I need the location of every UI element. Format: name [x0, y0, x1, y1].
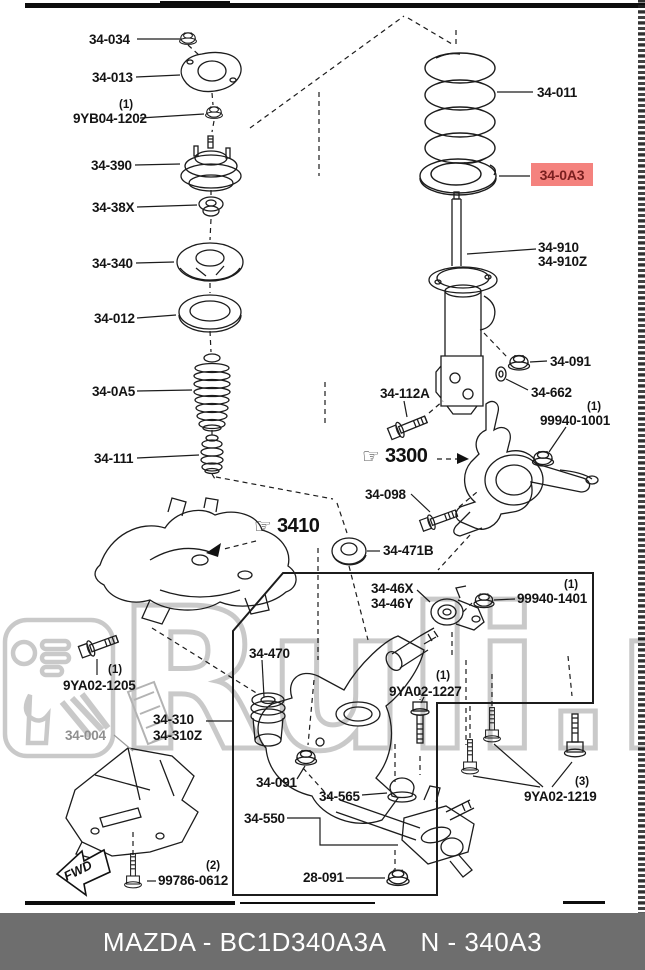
qty-9YB04-1202: (1) [119, 99, 134, 111]
bolt-99786-drawing [124, 853, 142, 889]
section-number: 3410 [276, 515, 320, 537]
part-label-34-091-strut: 34-091 [550, 354, 591, 369]
bottom-border [25, 901, 605, 905]
part-label-34-46X: 34-46X [371, 581, 414, 596]
part-label-34-012: 34-012 [94, 311, 135, 326]
part-label-34-112A: 34-112A [380, 386, 430, 401]
front-bushing-drawing [250, 692, 286, 747]
part-label-34-550: 34-550 [244, 811, 285, 826]
part-label-34-471B: 34-471B [383, 543, 434, 558]
diagram-artwork: Ruli.ru [2, 1, 645, 905]
section-ref-3410[interactable]: ☞ 3410 [254, 514, 320, 538]
knuckle-drawing [453, 400, 599, 537]
part-label-28-091: 28-091 [303, 870, 344, 885]
strut-fasteners-drawing [386, 354, 555, 534]
part-label-34-004: 34-004 [65, 728, 106, 743]
footer-section-code: N - 340A3 [420, 926, 543, 957]
coil-spring-drawing [424, 52, 496, 164]
hardware-stack-drawing [176, 31, 244, 475]
qty-99786-0612: (2) [206, 860, 221, 872]
washer-drawing [331, 537, 367, 566]
damper-sketch [126, 680, 176, 746]
part-label-9YA02-1227: 9YA02-1227 [389, 684, 462, 699]
part-label-34-091-arm: 34-091 [256, 775, 297, 790]
part-label-34-470: 34-470 [249, 646, 290, 661]
part-label-9YA02-1205: 9YA02-1205 [63, 678, 136, 693]
part-label-34-310Z: 34-310Z [153, 728, 202, 743]
top-border [25, 1, 645, 8]
footer-catalog-code: MAZDA - BC1D340A3A [102, 926, 387, 957]
part-label-99786-0612: 99786-0612 [158, 873, 229, 888]
part-label-34-565: 34-565 [319, 789, 360, 804]
hand-pointer-icon: ☞ [254, 514, 272, 538]
ball-joint-drawing [387, 777, 475, 878]
fwd-arrow [55, 848, 111, 897]
qty-9YA02-1219: (3) [575, 776, 590, 788]
part-label-34-098: 34-098 [365, 487, 406, 502]
hand-pointer-icon: ☞ [362, 444, 380, 468]
part-label-34-390: 34-390 [91, 158, 132, 173]
qty-99940-1001: (1) [587, 401, 602, 413]
part-label-34-0A5: 34-0A5 [92, 384, 136, 399]
part-label-34-013: 34-013 [92, 70, 133, 85]
part-label-34-46Y: 34-46Y [371, 596, 414, 611]
part-label-34-662: 34-662 [531, 385, 572, 400]
arrowheads [206, 453, 469, 557]
section-number: 3300 [384, 445, 428, 467]
footer-bar: MAZDA - BC1D340A3A N - 340A3 [0, 913, 645, 970]
qty-9YA02-1227: (1) [436, 670, 451, 682]
qty-99940-1401: (1) [564, 579, 579, 591]
leader-lines [96, 38, 573, 882]
part-label-99940-1001: 99940-1001 [540, 413, 611, 428]
part-label-34-034: 34-034 [89, 32, 130, 47]
scan-noise-strip [638, 0, 645, 913]
section-ref-3300[interactable]: ☞ 3300 [362, 444, 428, 468]
part-label-9YB04-1202: 9YB04-1202 [73, 111, 147, 126]
part-label-34-011: 34-011 [537, 85, 578, 100]
part-label-34-340: 34-340 [92, 256, 133, 271]
part-label-34-910: 34-910 [538, 240, 579, 255]
watermark-logo [2, 617, 116, 759]
center-lines [132, 15, 573, 870]
watermark-text: Ruli.ru [116, 567, 645, 795]
part-label-34-910Z: 34-910Z [538, 254, 587, 269]
part-label-34-0A3-highlighted[interactable]: 34-0A3 [531, 163, 593, 186]
crossmember-drawing [94, 497, 297, 625]
spring-seat-drawing [419, 158, 497, 196]
part-label-99940-1401: 99940-1401 [517, 591, 588, 606]
part-label-34-38X: 34-38X [92, 200, 135, 215]
strut-drawing [428, 191, 498, 415]
rear-bushing-drawing [430, 585, 485, 631]
qty-9YA02-1205: (1) [108, 664, 123, 676]
bracket-drawing [65, 747, 199, 863]
part-label-9YA02-1219: 9YA02-1219 [524, 789, 597, 804]
part-label-34-310: 34-310 [153, 712, 194, 727]
nut-28-091-drawing [386, 868, 410, 887]
part-label-34-111: 34-111 [94, 451, 134, 466]
